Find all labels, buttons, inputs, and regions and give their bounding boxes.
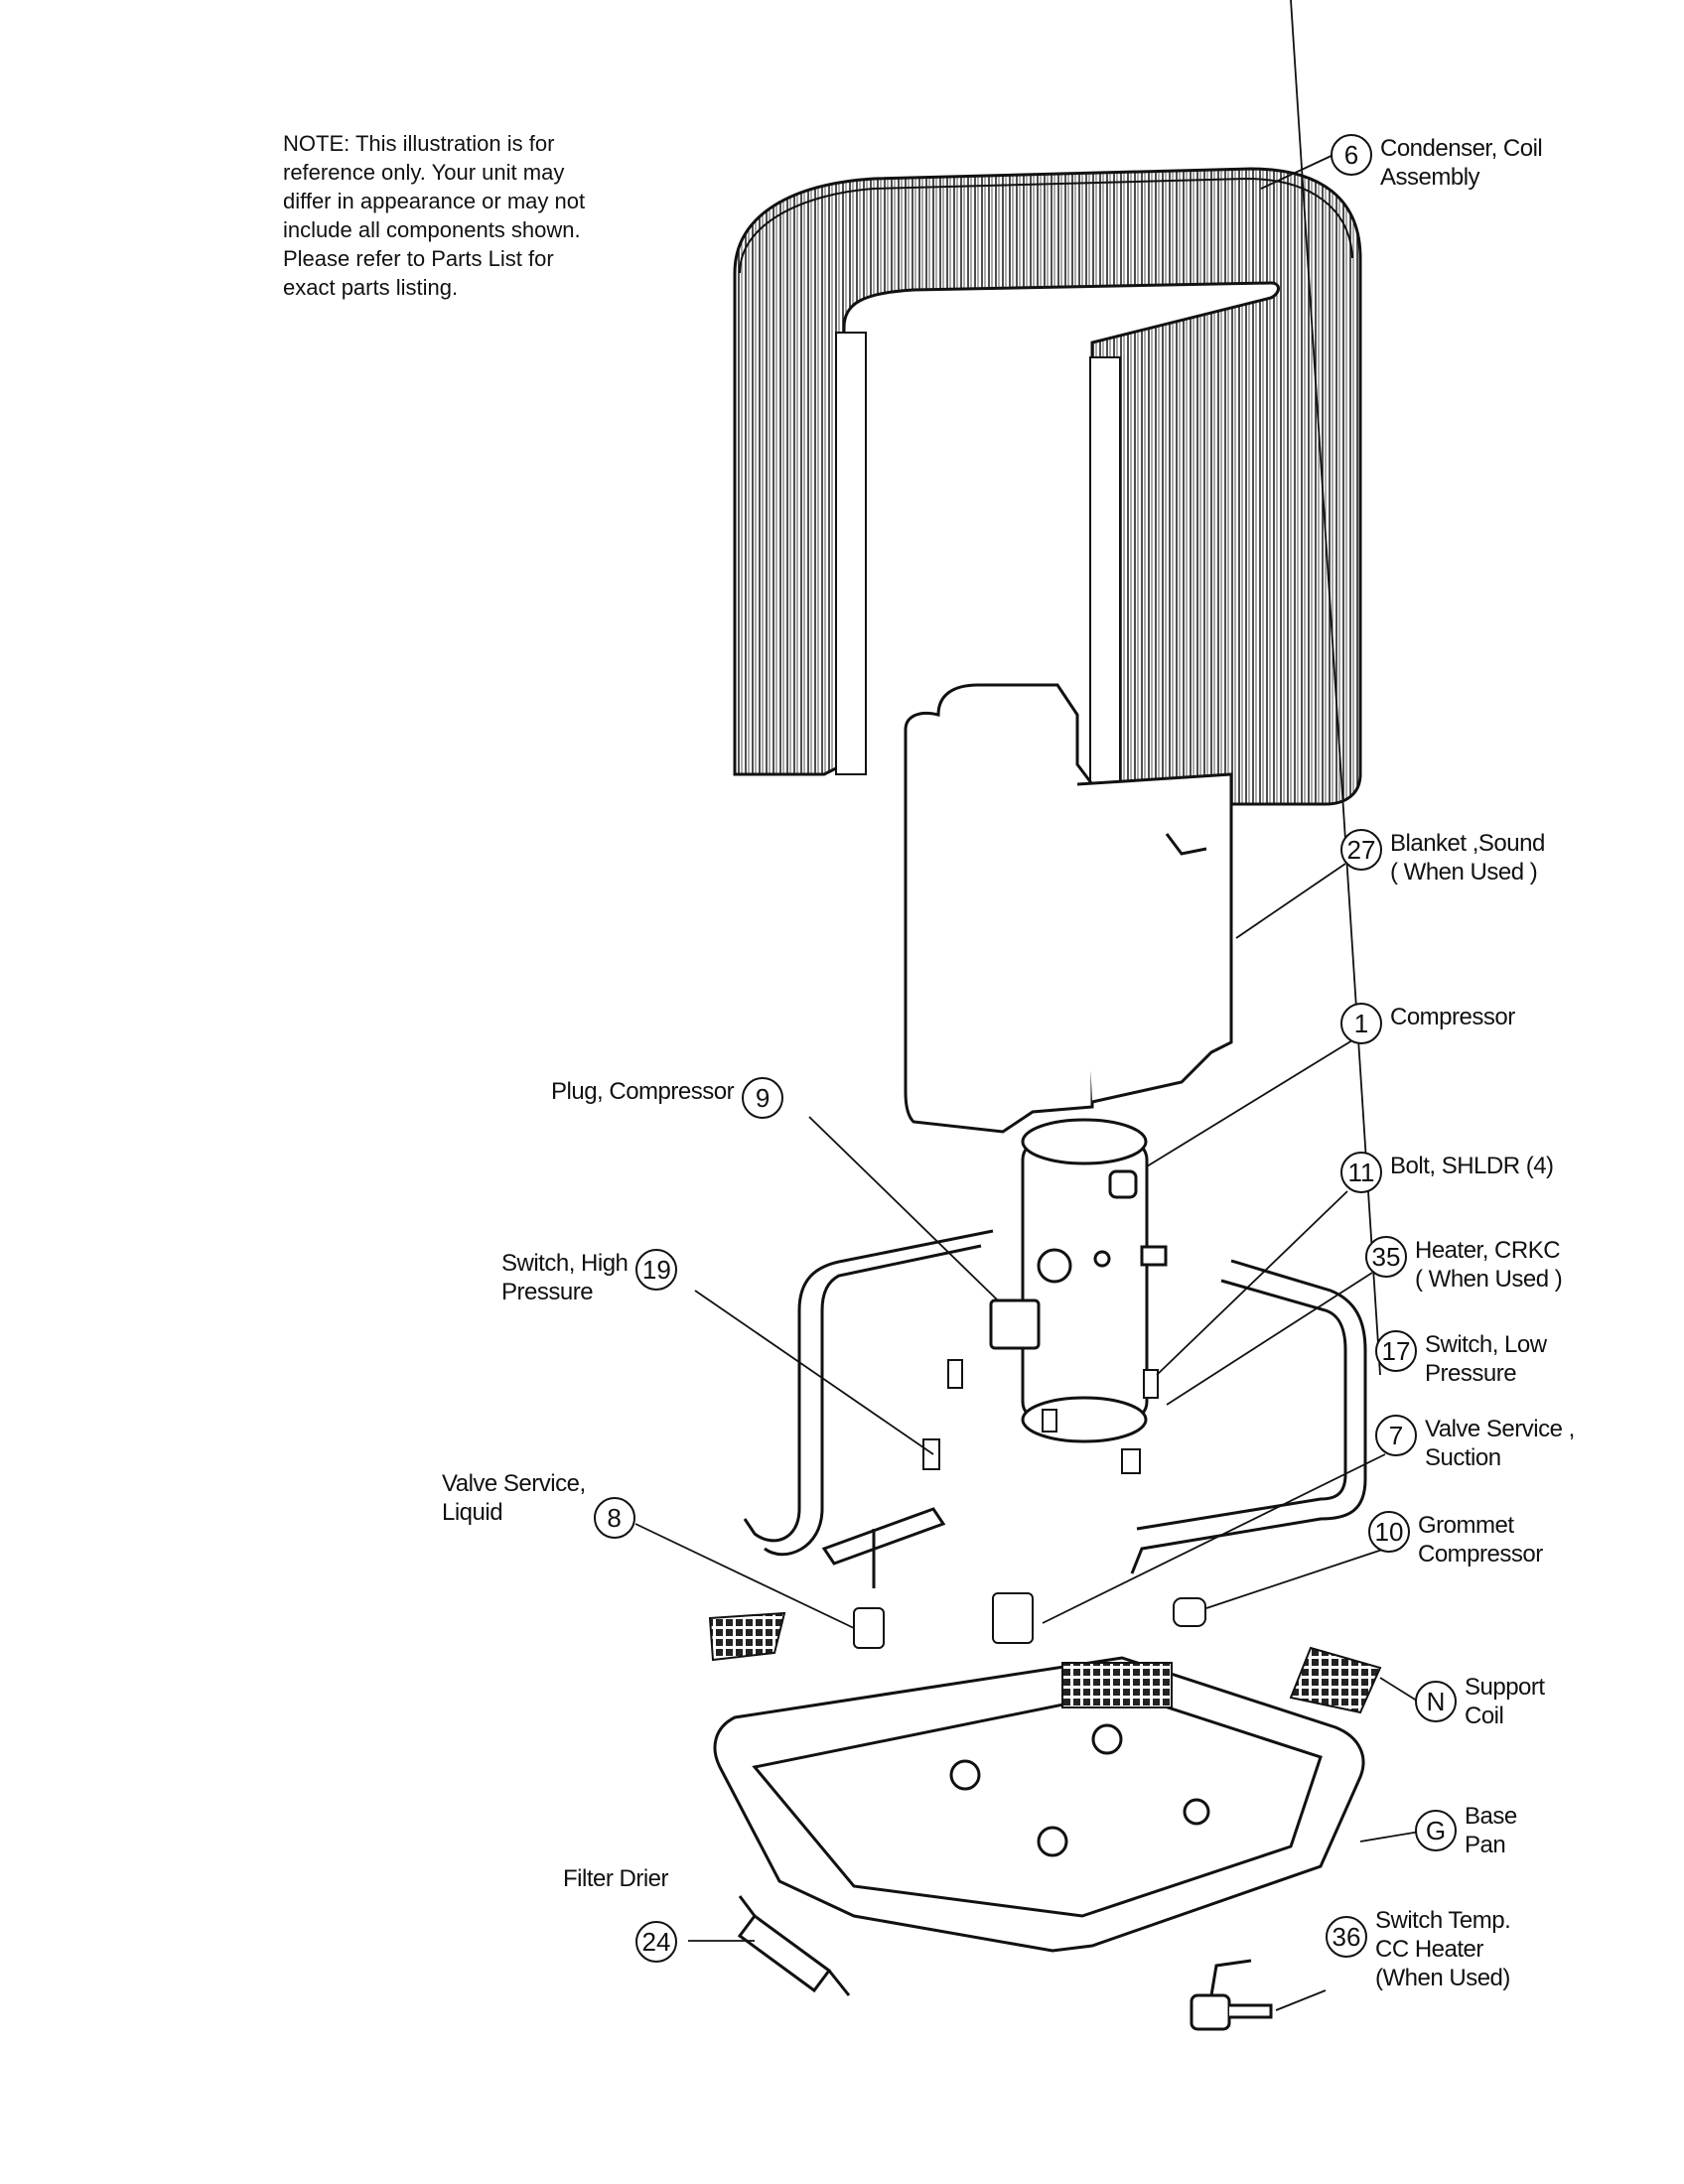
callout-label: Compressor: [1390, 1004, 1515, 1030]
callout-11: 11 Bolt, SHLDR (4): [1340, 1152, 1554, 1193]
refrigerant-tubing: [743, 1229, 1367, 1588]
sound-blanket: [904, 683, 1233, 1134]
callout-label: Plug, Compressor: [551, 1078, 735, 1105]
callout-label: Heater, CRKC ( When Used ): [1415, 1237, 1563, 1293]
small-hardware: [853, 1359, 1206, 1649]
callout-number: N: [1415, 1681, 1457, 1722]
callout-number: 19: [635, 1249, 678, 1291]
callout-label: Bolt, SHLDR (4): [1390, 1153, 1554, 1179]
callout-G: G Base Pan: [1415, 1802, 1517, 1859]
temp-switch: [1190, 1959, 1273, 2031]
callout-number: 27: [1340, 829, 1382, 871]
callout-27: 27 Blanket ,Sound ( When Used ): [1340, 829, 1545, 887]
callout-24-number: 24: [635, 1921, 677, 1963]
callout-17: 17 Switch, Low Pressure: [1375, 1330, 1547, 1388]
callout-label: Support Coil: [1465, 1674, 1545, 1729]
callout-label: Blanket ,Sound ( When Used ): [1390, 830, 1545, 886]
callout-number: 35: [1365, 1236, 1407, 1278]
callout-label: Grommet Compressor: [1418, 1512, 1543, 1568]
callout-35: 35 Heater, CRKC ( When Used ): [1365, 1236, 1563, 1294]
support-coil-right: [1289, 1646, 1382, 1714]
callout-24-label: Filter Drier: [563, 1865, 669, 1892]
callout-9: Plug, Compressor 9: [551, 1077, 784, 1119]
callout-7: 7 Valve Service , Suction: [1375, 1415, 1575, 1472]
callout-36: 36 Switch Temp. CC Heater (When Used): [1326, 1906, 1511, 1992]
callout-number: 7: [1375, 1415, 1417, 1456]
callout-1: 1 Compressor: [1340, 1003, 1515, 1044]
filter-drier: [737, 1895, 851, 1996]
callout-number: 17: [1375, 1330, 1417, 1372]
compressor: [989, 1118, 1168, 1443]
callout-number: 10: [1368, 1511, 1410, 1553]
reference-note: NOTE: This illustration is for reference…: [283, 131, 586, 300]
callout-label: Valve Service, Liquid: [442, 1470, 586, 1526]
callout-number: 1: [1340, 1003, 1382, 1044]
callout-10: 10 Grommet Compressor: [1368, 1511, 1543, 1569]
callout-number: 8: [593, 1497, 635, 1539]
callout-8: Valve Service, Liquid 8: [442, 1469, 635, 1539]
callout-6: 6 Condenser, Coil Assembly: [1331, 134, 1543, 192]
callout-label: Condenser, Coil Assembly: [1380, 135, 1543, 191]
callout-number: G: [1415, 1810, 1457, 1851]
callout-label: Switch Temp. CC Heater (When Used): [1375, 1907, 1511, 1991]
callout-number: 9: [742, 1077, 784, 1119]
callout-N: N Support Coil: [1415, 1673, 1545, 1730]
callout-number: 11: [1340, 1152, 1382, 1193]
callout-label: Valve Service , Suction: [1425, 1416, 1575, 1471]
callout-label: Switch, High Pressure: [501, 1250, 629, 1305]
base-pan: [713, 1656, 1365, 1953]
callout-label: Base Pan: [1465, 1803, 1517, 1858]
callout-number: 6: [1331, 134, 1372, 176]
callout-19: Switch, High Pressure 19: [501, 1249, 678, 1306]
callout-number: 36: [1326, 1916, 1367, 1958]
leader-lines: [634, 0, 1421, 2011]
callout-label: Switch, Low Pressure: [1425, 1331, 1547, 1387]
support-coil-left: [708, 1611, 786, 1662]
